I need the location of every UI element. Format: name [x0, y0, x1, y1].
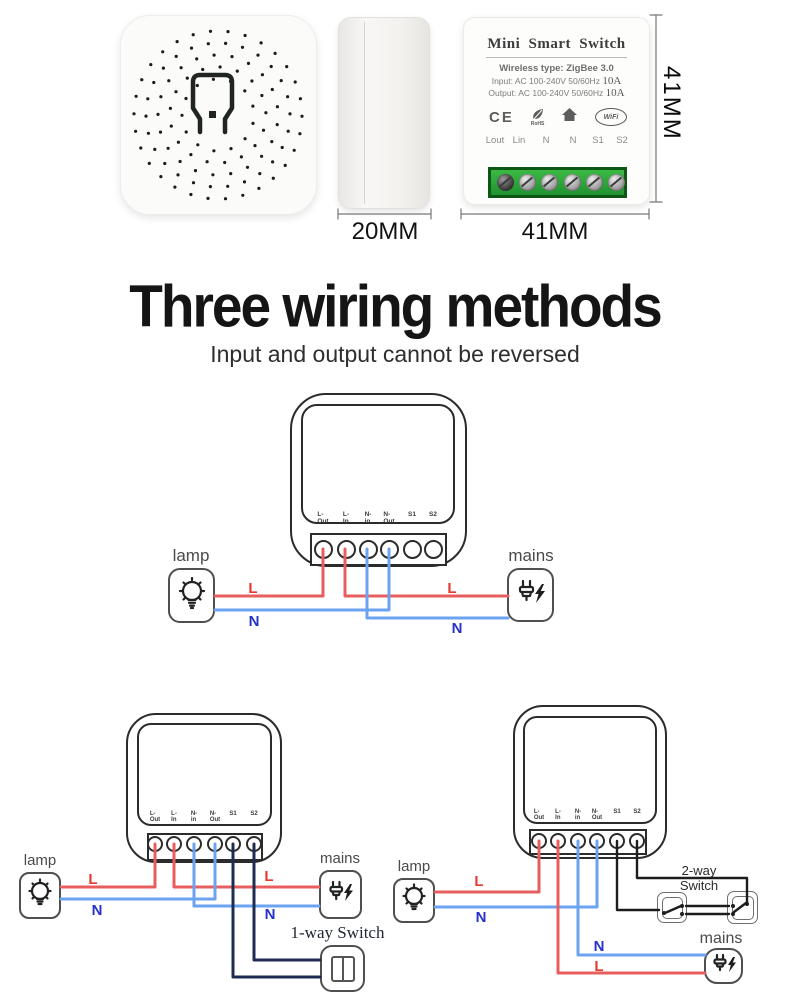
terminal-circle — [402, 539, 422, 559]
neutral-wire-label: N — [593, 938, 605, 955]
input-amp: 10A — [602, 75, 622, 87]
device-front-view — [120, 15, 317, 215]
terminal-circle — [207, 836, 223, 852]
live-wire-label: L — [447, 580, 457, 597]
page-title: Three wiring methods — [129, 272, 662, 340]
antenna-trace-icon — [190, 72, 235, 135]
title-divider — [486, 57, 627, 58]
device-back-view: Mini Smart Switch Wireless type: ZigBee … — [463, 17, 650, 205]
terminal-screw — [497, 174, 514, 191]
terminal-circle — [313, 539, 333, 559]
terminal-circle — [246, 836, 262, 852]
live-wire-label: L — [248, 580, 258, 597]
mains-box — [704, 948, 743, 984]
neutral-wire-label: N — [475, 909, 487, 926]
live-wire-label: L — [474, 873, 484, 890]
back-terminal-labels: Lout Lin N N S1 S2 — [485, 135, 628, 146]
lightning-bolt — [534, 584, 545, 603]
output-spec-text: Output: AC 100-240V 50/60Hz 10A — [464, 87, 649, 99]
terminal-circle — [609, 833, 625, 849]
terminal-screw — [586, 174, 603, 191]
lamp-bulb-icon — [178, 576, 205, 609]
one-way-switch-box — [320, 945, 365, 992]
terminal-circle — [166, 836, 182, 852]
terminal-screw — [519, 174, 536, 191]
side-seam-line — [364, 22, 365, 204]
lightning-bolt — [727, 956, 736, 972]
dimension-41mm-width: 41MM — [521, 218, 589, 245]
mains-label: mains — [699, 930, 743, 947]
neutral-wire-label: N — [264, 906, 276, 923]
smart-switch-face — [137, 723, 272, 826]
terminal-screw — [541, 174, 558, 191]
wireless-type-text: Wireless type: ZigBee 3.0 — [499, 63, 614, 74]
lamp-label: lamp — [23, 852, 57, 869]
terminal-circle — [589, 833, 605, 849]
live-wire-label: L — [594, 958, 604, 975]
speaker-dots-pattern — [132, 29, 304, 201]
two-way-switch-box-a — [657, 892, 687, 923]
terminal-circle — [531, 833, 547, 849]
neutral-wire-label: N — [91, 902, 103, 919]
live-wire-label: L — [88, 871, 98, 888]
mains-box — [319, 870, 362, 919]
terminal-circle — [423, 539, 443, 559]
lightning-bolt — [344, 883, 353, 901]
mains-box — [507, 568, 554, 622]
lamp-box — [19, 872, 61, 919]
lamp-bulb-icon — [28, 877, 52, 905]
wifi-icon: WiFi — [595, 108, 627, 126]
switch-inner-frame — [731, 895, 754, 920]
output-value: AC 100-240V 50/60Hz — [518, 88, 604, 98]
dimension-41mm-height: 41MM — [658, 66, 685, 141]
rohs-leaf-icon: RoHS — [531, 108, 545, 127]
terminal-circle — [358, 539, 378, 559]
terminal-circle — [336, 539, 356, 559]
page-subtitle: Input and output cannot be reversed — [210, 341, 580, 367]
terminal-block — [488, 167, 627, 198]
two-way-switch-label: 2-way Switch — [679, 863, 719, 893]
ce-mark-icon: CE — [489, 108, 514, 126]
lamp-label: lamp — [397, 858, 431, 875]
terminal-screw — [564, 174, 581, 191]
live-wire-label: L — [264, 868, 274, 885]
terminal-circle — [225, 836, 241, 852]
terminal-circle — [186, 836, 202, 852]
lamp-bulb-icon — [402, 882, 426, 910]
input-label: Input: — [491, 76, 513, 86]
terminal-circle — [570, 833, 586, 849]
terminal-circle — [379, 539, 399, 559]
mains-plug-icon — [329, 880, 353, 901]
terminal-circle — [629, 833, 645, 849]
mains-plug-icon — [518, 579, 545, 603]
device-side-view — [338, 17, 430, 209]
terminal-screw — [608, 174, 625, 191]
terminal-circle — [147, 836, 163, 852]
neutral-wire-label: N — [451, 620, 463, 637]
back-title: Mini Smart Switch — [487, 36, 626, 52]
lamp-label: lamp — [172, 546, 210, 565]
smart-switch-face — [301, 404, 455, 524]
mains-label: mains — [319, 850, 361, 867]
lamp-box — [168, 568, 215, 623]
switch-inner-frame — [661, 896, 683, 919]
output-amp: 10A — [605, 87, 625, 99]
mains-plug-icon — [712, 953, 736, 972]
terminal-circle — [550, 833, 566, 849]
certification-icons-row: CE RoHS WiFi — [489, 104, 627, 130]
smart-switch-face — [523, 716, 657, 824]
neutral-wire-label: N — [248, 613, 260, 630]
mains-label: mains — [508, 546, 554, 565]
two-way-switch-box-b — [727, 891, 758, 924]
antenna-pad — [209, 111, 216, 118]
rocker-switch-icon — [330, 955, 355, 982]
input-value: AC 100-240V 50/60Hz — [514, 76, 600, 86]
lamp-box — [393, 878, 435, 923]
input-spec-text: Input: AC 100-240V 50/60Hz 10A — [464, 75, 649, 87]
house-icon — [561, 107, 578, 127]
output-label: Output: — [488, 88, 517, 98]
dimension-20mm: 20MM — [351, 218, 419, 245]
one-way-switch-label: 1-way Switch — [290, 923, 385, 942]
